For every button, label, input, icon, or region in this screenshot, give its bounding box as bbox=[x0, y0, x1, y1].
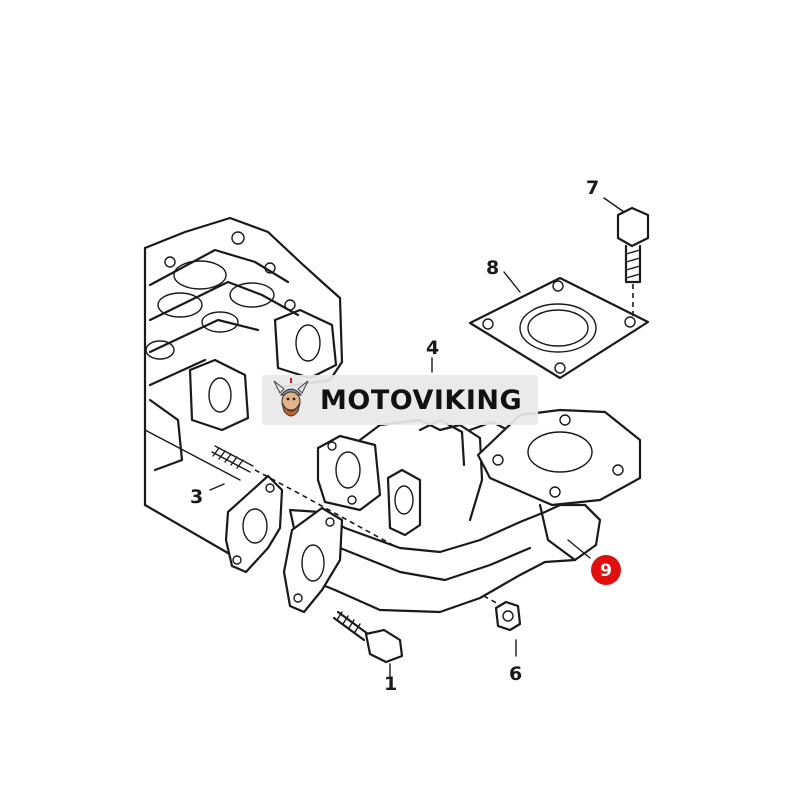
part-7-stud-bolt bbox=[616, 206, 650, 320]
callout-6: 6 bbox=[509, 663, 522, 685]
part-6-nut bbox=[494, 600, 522, 632]
callout-8: 8 bbox=[486, 257, 499, 279]
brand-banner: MOTOVIKING bbox=[262, 375, 538, 425]
part-1-bolt bbox=[332, 610, 404, 664]
callout-4: 4 bbox=[426, 337, 439, 359]
callout-9-badge: 9 bbox=[591, 555, 621, 585]
leader-lines bbox=[209, 197, 625, 677]
callout-9: 9 bbox=[600, 561, 612, 581]
callout-9-circle bbox=[591, 555, 621, 585]
manifold-gasket bbox=[224, 474, 284, 574]
callout-3: 3 bbox=[190, 486, 203, 508]
callout-7: 7 bbox=[586, 177, 599, 199]
brand-name: MOTOVIKING bbox=[320, 384, 523, 416]
part-8-outlet-gasket bbox=[468, 276, 650, 380]
part-9-exhaust-manifold bbox=[282, 408, 642, 614]
part-3-stud bbox=[211, 445, 501, 606]
viking-mascot-logo bbox=[273, 378, 309, 417]
cylinder-head bbox=[143, 216, 344, 562]
callout-1: 1 bbox=[384, 673, 397, 695]
